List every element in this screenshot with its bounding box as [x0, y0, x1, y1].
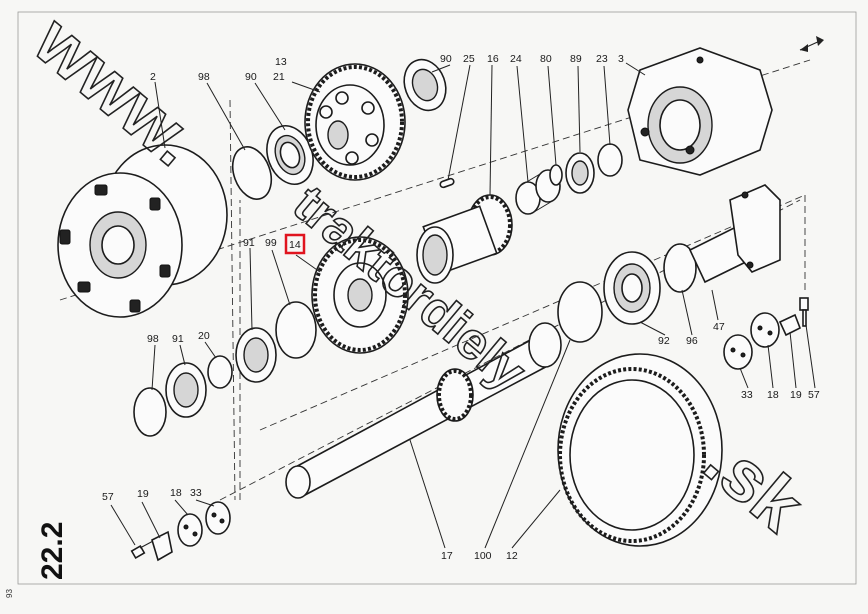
part-90-bearing-left — [266, 125, 314, 185]
callout-91-mid: 91 — [243, 237, 255, 249]
part-23-ring — [597, 143, 623, 177]
part-24-bush — [515, 169, 561, 215]
part-3-housing — [627, 47, 773, 176]
part-47-flange-shaft — [688, 184, 781, 284]
callout-98-top: 98 — [198, 71, 210, 83]
callout-80: 80 — [540, 53, 552, 65]
callout-16: 16 — [487, 53, 499, 65]
section-number: 22.2 — [36, 522, 69, 580]
callout-23: 23 — [596, 53, 608, 65]
arrow-icon — [799, 36, 824, 52]
page-frame — [17, 11, 857, 585]
part-92-bearing-right — [603, 251, 661, 325]
callout-91-low: 91 — [172, 333, 184, 345]
callout-19-right: 19 — [790, 389, 802, 401]
callout-100: 100 — [474, 550, 492, 562]
callout-24: 24 — [510, 53, 522, 65]
parts-33-18-19-57-right — [723, 297, 809, 370]
callout-98-low: 98 — [147, 333, 159, 345]
part-98-circlip-top — [231, 146, 273, 200]
part-80-ring — [549, 164, 563, 186]
callout-2: 2 — [150, 71, 156, 83]
part-25-key — [439, 177, 455, 189]
callout-12: 12 — [506, 550, 518, 562]
part-98-circlip-low — [133, 387, 167, 437]
callout-18-left: 18 — [170, 487, 182, 499]
part-91-bearing-low — [165, 362, 207, 418]
callout-14: 14 — [289, 239, 301, 251]
callout-19-left: 19 — [137, 488, 149, 500]
part-16-sleeve-gear — [416, 194, 513, 284]
callout-47: 47 — [713, 321, 725, 333]
part-14-gear-middle — [311, 236, 409, 354]
page-number: 93 — [5, 589, 14, 598]
callout-90-right: 90 — [440, 53, 452, 65]
callout-57-left: 57 — [102, 491, 114, 503]
callout-13: 13 — [275, 56, 287, 68]
callout-33-right: 33 — [741, 389, 753, 401]
callout-89: 89 — [570, 53, 582, 65]
callout-labels: 2 98 90 13 21 90 25 16 24 80 89 23 3 14 … — [102, 53, 820, 562]
part-13-gear-top — [304, 63, 406, 181]
part-96-sleeve — [663, 243, 697, 293]
callout-3: 3 — [618, 53, 624, 65]
part-17-main-shaft — [285, 322, 562, 499]
callout-18-right: 18 — [767, 389, 779, 401]
part-100-circlip — [557, 281, 603, 343]
watermark-left: www. — [19, 0, 213, 181]
part-99-snap-ring — [275, 301, 317, 359]
part-91-bearing-mid — [235, 327, 277, 383]
callout-57-right: 57 — [808, 389, 820, 401]
callout-96: 96 — [686, 335, 698, 347]
part-90-bearing-right — [403, 58, 447, 112]
callout-90-left: 90 — [245, 71, 257, 83]
part-89-bearing — [565, 152, 595, 194]
callout-20: 20 — [198, 330, 210, 342]
callout-92: 92 — [658, 335, 670, 347]
part-2-clutch-housing — [57, 144, 228, 318]
callout-14-highlight — [284, 233, 306, 255]
callout-33-left: 33 — [190, 487, 202, 499]
part-20-spacer — [207, 355, 233, 389]
leader-lines — [110, 62, 816, 549]
parts-57-19-18-33-left — [130, 501, 231, 562]
part-12-ring-gear — [557, 353, 723, 547]
callout-21: 21 — [273, 71, 285, 83]
callout-99: 99 — [265, 237, 277, 249]
callout-17: 17 — [441, 550, 453, 562]
callout-25: 25 — [463, 53, 475, 65]
